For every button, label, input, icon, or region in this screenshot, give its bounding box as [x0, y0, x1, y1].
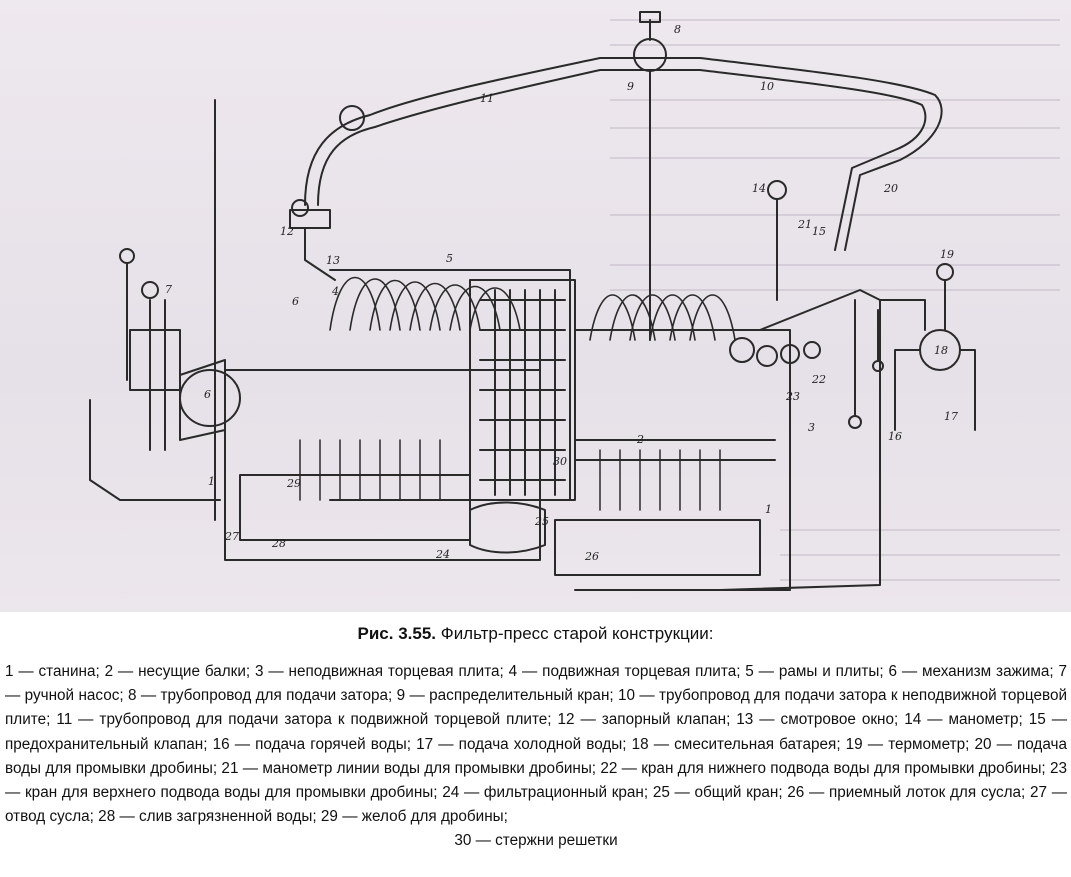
callout-24: 24 — [435, 548, 450, 561]
callout-1: 1 — [208, 475, 215, 488]
callout-6b: 6 — [204, 388, 211, 401]
callout-8: 8 — [674, 23, 681, 36]
filter-press-drawing: 1 1 2 3 4 5 6 6 7 8 9 10 11 12 13 14 15 … — [89, 11, 1060, 591]
callout-16: 16 — [888, 430, 902, 443]
callout-26: 26 — [584, 550, 599, 563]
callout-15: 15 — [812, 225, 826, 238]
callout-22: 22 — [811, 373, 826, 386]
callout-9: 9 — [627, 80, 634, 93]
callout-2: 2 — [636, 433, 644, 446]
callout-20: 20 — [883, 182, 898, 195]
callout-3: 3 — [808, 421, 815, 434]
callout-4: 4 — [331, 285, 339, 298]
callout-29: 29 — [286, 477, 301, 490]
callout-25: 25 — [534, 515, 549, 528]
filter-press-illustration: 1 1 2 3 4 5 6 6 7 8 9 10 11 12 13 14 15 … — [0, 0, 1071, 612]
legend-text: 1 — станина; 2 — несущие балки; 3 — непо… — [5, 663, 1067, 826]
callout-7: 7 — [165, 283, 172, 296]
callout-13: 13 — [326, 254, 340, 267]
callout-12: 12 — [280, 225, 294, 238]
callout-17: 17 — [944, 410, 958, 423]
callout-19: 19 — [940, 248, 954, 261]
callout-23: 23 — [785, 390, 800, 403]
figure-label: Рис. 3.55. — [357, 624, 437, 643]
callout-27: 27 — [224, 530, 239, 543]
callout-28: 28 — [271, 537, 286, 550]
callout-10: 10 — [760, 80, 774, 93]
callout-21: 21 — [797, 218, 812, 231]
figure-title: Фильтр-пресс старой конструкции: — [440, 624, 714, 643]
callout-30: 30 — [553, 455, 567, 468]
callout-6: 6 — [292, 295, 299, 308]
callout-1b: 1 — [765, 503, 772, 516]
callout-11: 11 — [480, 92, 494, 105]
callout-18: 18 — [934, 344, 948, 357]
callout-14: 14 — [752, 182, 766, 195]
figure-legend: 1 — станина; 2 — несущие балки; 3 — непо… — [5, 660, 1067, 854]
legend-last-line: 30 — стержни решетки — [454, 832, 618, 850]
figure-caption: Рис. 3.55. Фильтр-пресс старой конструкц… — [0, 624, 1071, 644]
callout-5: 5 — [446, 252, 453, 265]
